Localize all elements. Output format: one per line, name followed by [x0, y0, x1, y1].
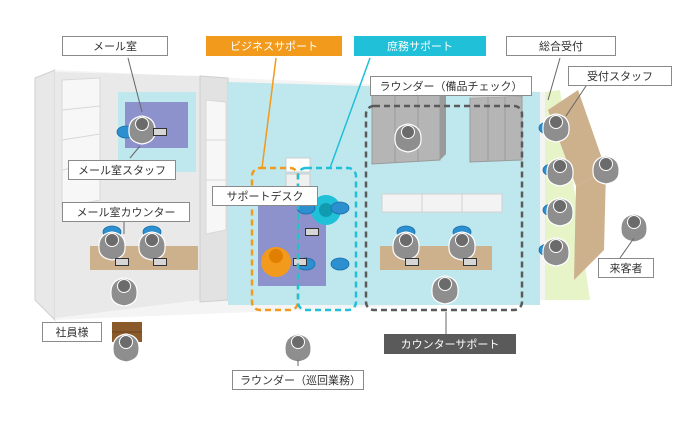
reception-visitor-1: [592, 155, 620, 185]
label-employee: 社員様: [42, 322, 102, 342]
left-wall: [34, 69, 56, 322]
mail-counter-visitor: [110, 277, 138, 307]
support-shelves: [205, 99, 227, 235]
general-affairs-leader: [329, 57, 371, 169]
employee-person: [112, 333, 140, 363]
label-visitor: 来客者: [598, 258, 654, 278]
counter-staff-1: [392, 231, 420, 261]
reception-staff-3: [546, 197, 574, 227]
label-business-support: ビジネスサポート: [206, 36, 342, 56]
label-mail-room-counter: メール室カウンター: [62, 202, 190, 222]
counter-support-zone: [364, 104, 524, 312]
reception-desk-top: [548, 90, 606, 186]
label-mail-room: メール室: [62, 36, 168, 56]
mail-counter-person-1: [98, 231, 126, 261]
reception-staff-1: [542, 113, 570, 143]
business-support-leader: [261, 57, 277, 169]
label-lounger-equipment-check: ラウンダー（備品チェック）: [370, 76, 532, 96]
mail-counter-person-2: [138, 231, 166, 261]
leader-lines: [123, 57, 635, 366]
general-affairs-zone: [296, 166, 358, 312]
visitor-person: [620, 213, 648, 243]
counter-cabinets: [381, 193, 503, 213]
label-counter-support: カウンターサポート: [384, 334, 516, 354]
reception-desk-bottom: [574, 170, 606, 280]
label-mail-room-staff: メール室スタッフ: [68, 160, 176, 180]
label-general-affairs-support: 庶務サポート: [354, 36, 486, 56]
counter-staff-2: [448, 231, 476, 261]
lounger-equipment-person: [394, 123, 422, 153]
mail-room-shelves: [61, 77, 101, 209]
label-reception-staff: 受付スタッフ: [568, 66, 672, 86]
reception-staff-4: [542, 237, 570, 267]
reception-staff-2: [546, 157, 574, 187]
support-cabinet: [285, 157, 311, 173]
mail-room-staff-person: [128, 115, 156, 145]
label-general-reception: 総合受付: [506, 36, 616, 56]
counter-visitor: [431, 275, 459, 305]
label-support-desk: サポートデスク: [212, 186, 318, 206]
lounger-patrol-person: [284, 333, 312, 363]
label-lounger-patrol: ラウンダー（巡回業務）: [232, 370, 364, 390]
